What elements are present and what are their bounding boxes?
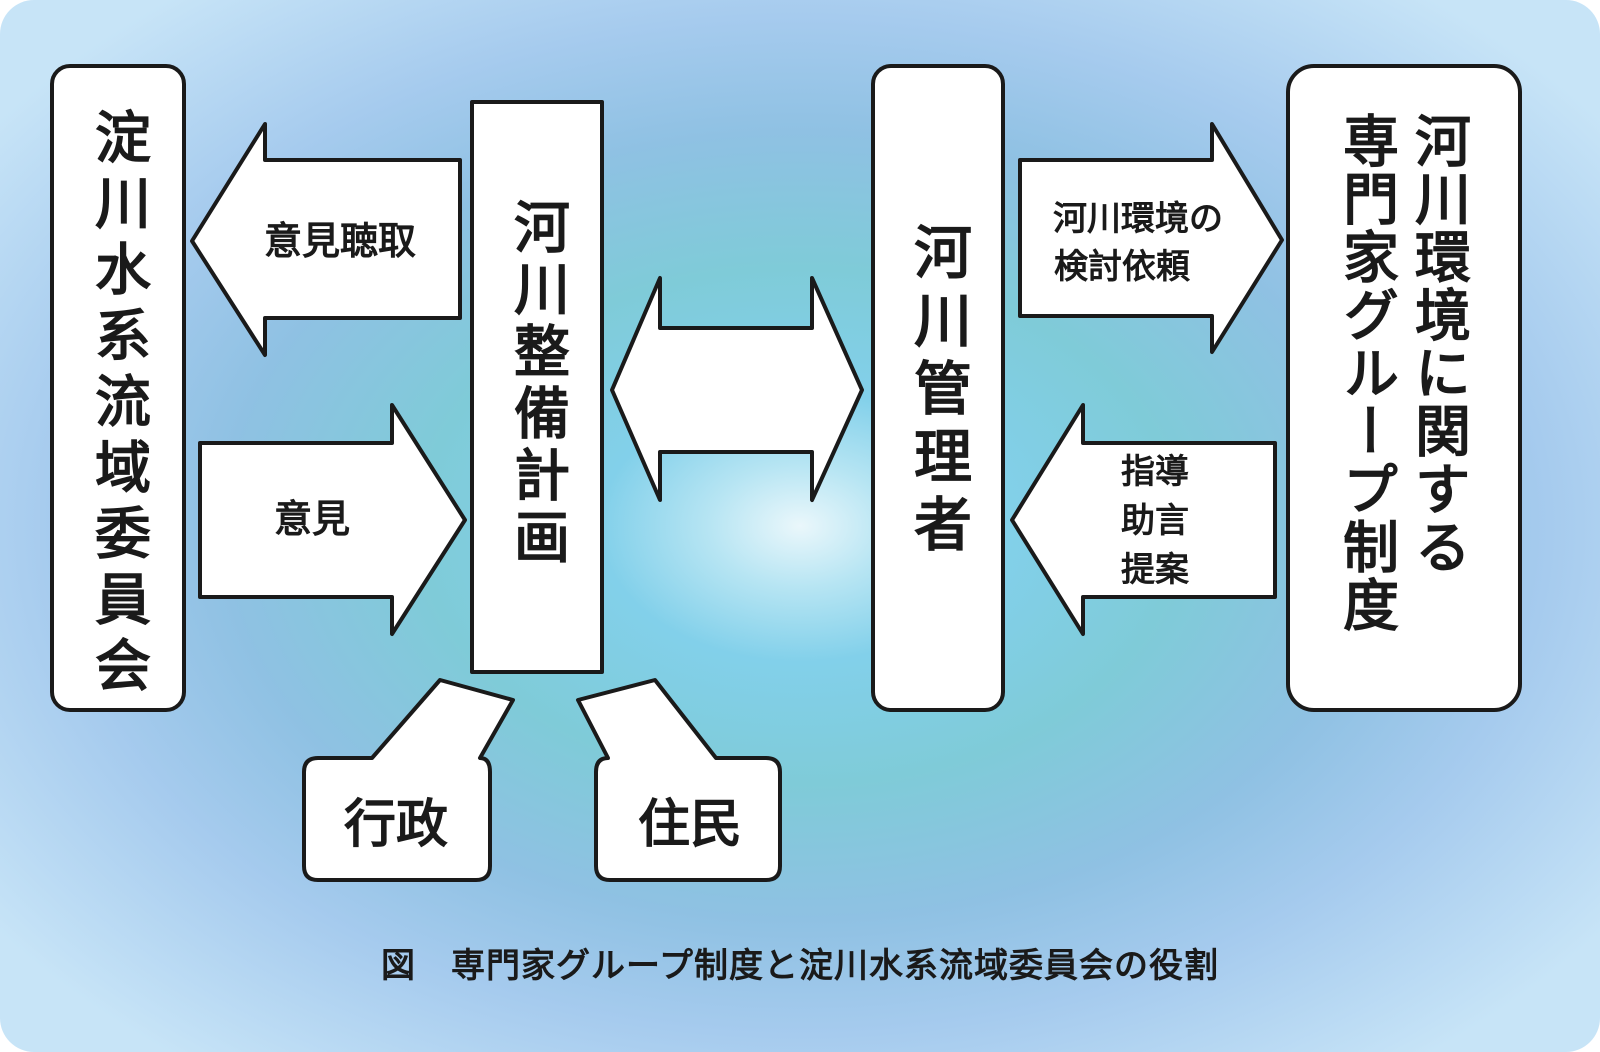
figure-caption: 図 専門家グループ制度と淀川水系流域委員会の役割 bbox=[381, 946, 1219, 986]
expert-group-box bbox=[1286, 64, 1522, 712]
plan-label: 河川整備計画 bbox=[505, 198, 570, 570]
committee-box bbox=[50, 64, 186, 712]
advice-arrow bbox=[1010, 403, 1277, 636]
advice-label-line3: 提案 bbox=[1121, 550, 1190, 590]
request-label-line2: 検討依頼 bbox=[1054, 247, 1191, 287]
opinion-arrow bbox=[198, 403, 467, 636]
administration-label: 行政 bbox=[344, 795, 448, 855]
request-label-line1: 河川環境の bbox=[1053, 199, 1223, 239]
opinion-label: 意見 bbox=[274, 497, 350, 541]
plan-box bbox=[470, 100, 604, 674]
request-arrow bbox=[1018, 122, 1284, 354]
expert-group-label-line1: 河川環境に関する bbox=[1406, 112, 1471, 576]
expert-group-label-line2: 専門家グループ制度 bbox=[1334, 112, 1399, 634]
administration-callout bbox=[302, 678, 515, 882]
residents-callout bbox=[576, 678, 782, 882]
residents-label: 住民 bbox=[638, 795, 742, 855]
hearing-label: 意見聴取 bbox=[264, 219, 416, 263]
manager-box bbox=[871, 64, 1005, 712]
double-arrow bbox=[610, 276, 864, 502]
advice-label-line2: 助言 bbox=[1121, 501, 1189, 541]
committee-label: 淀川水系流域委員会 bbox=[86, 108, 151, 702]
advice-label-line1: 指導 bbox=[1121, 452, 1189, 492]
hearing-arrow bbox=[190, 122, 462, 357]
manager-label: 河川管理者 bbox=[904, 222, 972, 562]
